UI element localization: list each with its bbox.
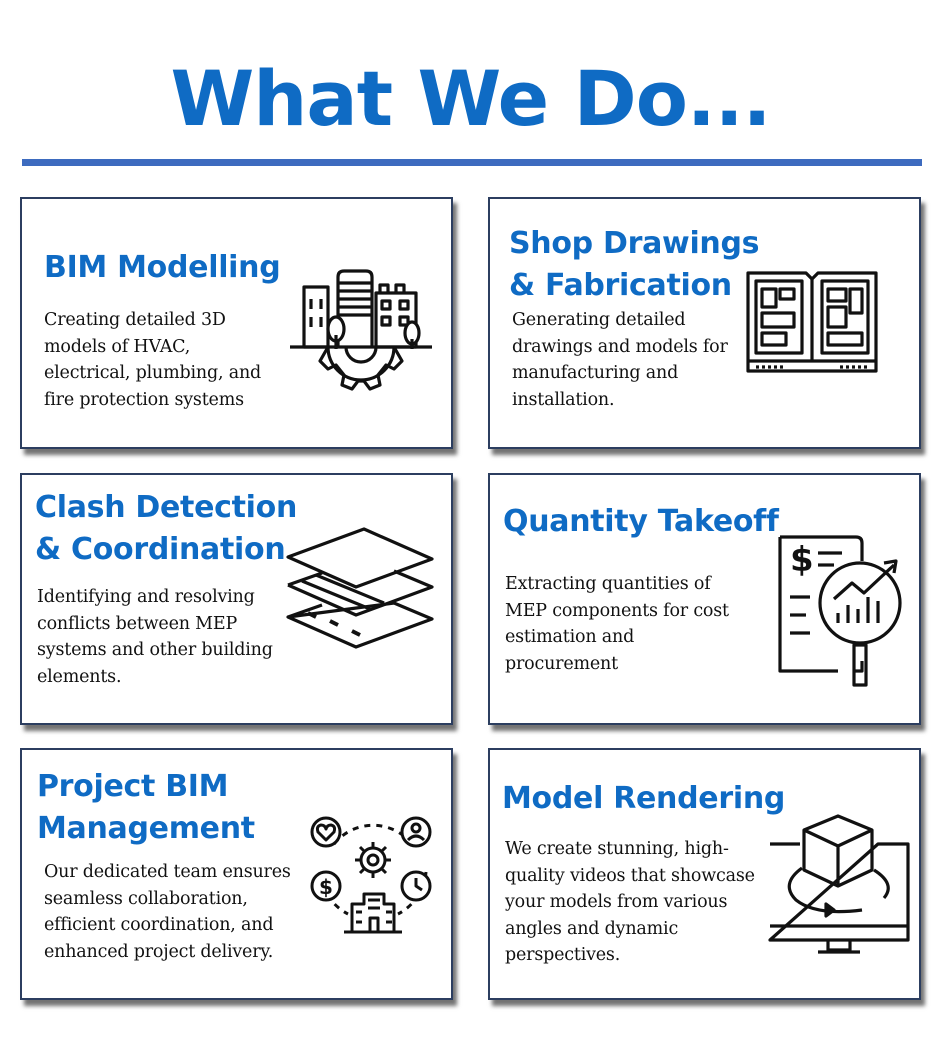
svg-text:$: $ xyxy=(790,540,814,580)
layers-icon xyxy=(282,525,438,667)
card-description: We create stunning, high- quality videos… xyxy=(505,839,755,965)
card-description: Generating detailed drawings and models … xyxy=(512,310,728,410)
card-title: Quantity Takeoff xyxy=(503,504,779,539)
title-divider xyxy=(22,159,922,166)
service-card-quantity-takeoff: Quantity Takeoff Extracting quantities o… xyxy=(488,473,921,725)
card-description: Creating detailed 3D models of HVAC, ele… xyxy=(44,310,262,410)
blueprint-book-icon xyxy=(744,269,880,379)
project-management-icon: $ xyxy=(308,814,438,936)
card-title: BIM Modelling xyxy=(44,250,281,285)
card-title: Model Rendering xyxy=(502,781,786,816)
service-card-bim-modelling: BIM Modelling Creating detailed 3D model… xyxy=(20,197,453,449)
monitor-cube-icon xyxy=(766,814,912,960)
service-card-project-bim-management: Project BIM Management Our dedicated tea… xyxy=(20,748,453,1000)
card-title: Project BIM Management xyxy=(37,769,255,846)
card-description: Extracting quantities of MEP components … xyxy=(505,574,729,674)
card-description: Our dedicated team ensures seamless coll… xyxy=(44,862,291,962)
card-description: Identifying and resolving conflicts betw… xyxy=(37,587,273,687)
service-card-shop-drawings: Shop Drawings & Fabrication Generating d… xyxy=(488,197,921,449)
card-title: Shop Drawings & Fabrication xyxy=(509,226,760,303)
service-card-model-rendering: Model Rendering We create stunning, high… xyxy=(488,748,921,1000)
city-gear-icon xyxy=(288,269,434,409)
svg-text:$: $ xyxy=(319,875,333,899)
page-title: What We Do... xyxy=(170,54,771,143)
cost-analysis-icon: $ xyxy=(776,531,908,693)
service-card-clash-detection: Clash Detection & Coordination Identifyi… xyxy=(20,473,453,725)
card-title: Clash Detection & Coordination xyxy=(35,490,298,567)
